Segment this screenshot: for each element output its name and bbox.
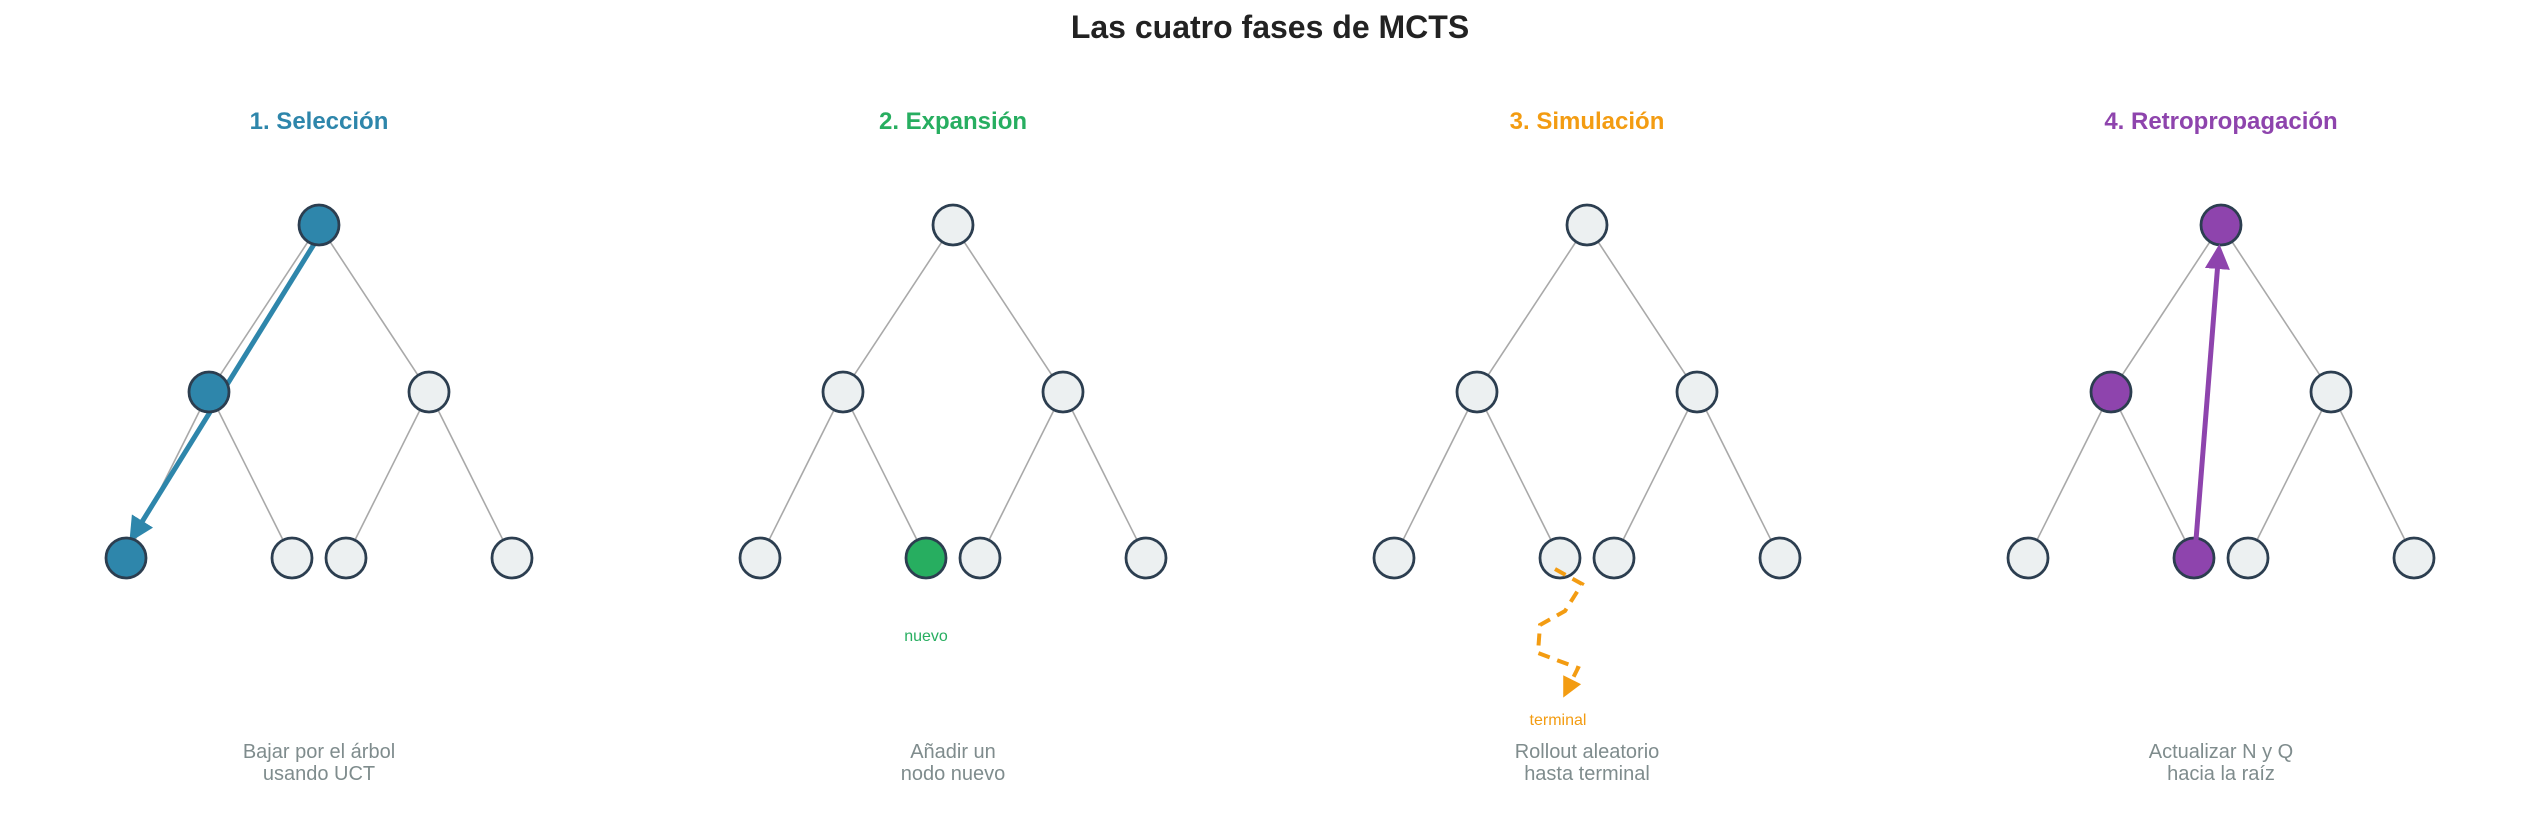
tree-node-right-right (2392, 536, 2436, 580)
caption-line-1: Añadir un (910, 741, 996, 763)
tree-node-left-left (104, 536, 148, 580)
edge-left-to-left-right (1476, 391, 1561, 559)
tree-node-left-left (2006, 536, 2050, 580)
edge-root-to-left (2110, 224, 2222, 393)
edge-left-to-left-right (2110, 391, 2195, 559)
edge-root-to-left (208, 224, 320, 393)
tree-node-left-right (270, 536, 314, 580)
tree-node-right (407, 370, 451, 414)
caption-line-2: hacia la raíz (2167, 763, 2275, 785)
tree-node-root (931, 203, 975, 247)
caption-line-2: usando UCT (263, 763, 375, 785)
panel-title-selection: 1. Selección (250, 108, 389, 135)
tree-node-left (187, 370, 231, 414)
tree-node-right-left (1592, 536, 1636, 580)
edge-right-to-right-left (2247, 391, 2332, 559)
tree-node-left-left (738, 536, 782, 580)
edge-right-to-right-left (979, 391, 1064, 559)
tree-node-left-right (1538, 536, 1582, 580)
edge-left-to-left-right (208, 391, 293, 559)
tree-node-root (2199, 203, 2243, 247)
caption-line-1: Actualizar N y Q (2149, 741, 2293, 763)
caption-line-2: hasta terminal (1524, 763, 1650, 785)
edge-left-to-left-left (759, 391, 844, 559)
tree-node-left-right (904, 536, 948, 580)
edge-left-to-left-left (125, 391, 210, 559)
tree-node-right (1675, 370, 1719, 414)
tree-node-right-right (1758, 536, 1802, 580)
edge-root-to-right (2220, 224, 2332, 393)
caption-line-1: Bajar por el árbol (243, 741, 395, 763)
edge-root-to-left (1476, 224, 1588, 393)
note-nuevo: nuevo (904, 628, 948, 645)
diagram-title: Las cuatro fases de MCTS (1071, 9, 1469, 45)
tree-node-left-right (2172, 536, 2216, 580)
edge-right-to-right-right (428, 391, 513, 559)
panel-title-backprop: 4. Retropropagación (2104, 108, 2337, 135)
caption-line-1: Rollout aleatorio (1515, 741, 1660, 763)
edge-left-to-left-right (842, 391, 927, 559)
panel-title-simulation: 3. Simulación (1510, 108, 1665, 135)
edge-right-to-right-right (1062, 391, 1147, 559)
tree-node-right (2309, 370, 2353, 414)
tree-node-right (1041, 370, 1085, 414)
tree-node-root (1565, 203, 1609, 247)
edge-left-to-left-left (2027, 391, 2112, 559)
tree-node-left (1455, 370, 1499, 414)
edge-root-to-left (842, 224, 954, 393)
tree-node-right-left (2226, 536, 2270, 580)
tree-node-right-left (958, 536, 1002, 580)
tree-node-right-left (324, 536, 368, 580)
edge-right-to-right-left (1613, 391, 1698, 559)
tree-node-left (821, 370, 865, 414)
backprop-path-arrow (2193, 244, 2230, 541)
caption-line-2: nodo nuevo (901, 763, 1006, 785)
tree-node-right-right (490, 536, 534, 580)
tree-node-right-right (1124, 536, 1168, 580)
edge-root-to-right (1586, 224, 1698, 393)
edge-root-to-right (318, 224, 430, 393)
panel-title-expansion: 2. Expansión (879, 108, 1027, 135)
edge-right-to-right-left (345, 391, 430, 559)
rollout-path (1535, 567, 1585, 698)
edge-left-to-left-left (1393, 391, 1478, 559)
edge-right-to-right-right (2330, 391, 2415, 559)
edge-root-to-right (952, 224, 1064, 393)
tree-node-left (2089, 370, 2133, 414)
tree-node-root (297, 203, 341, 247)
edge-right-to-right-right (1696, 391, 1781, 559)
tree-node-left-left (1372, 536, 1416, 580)
note-terminal: terminal (1530, 712, 1587, 729)
